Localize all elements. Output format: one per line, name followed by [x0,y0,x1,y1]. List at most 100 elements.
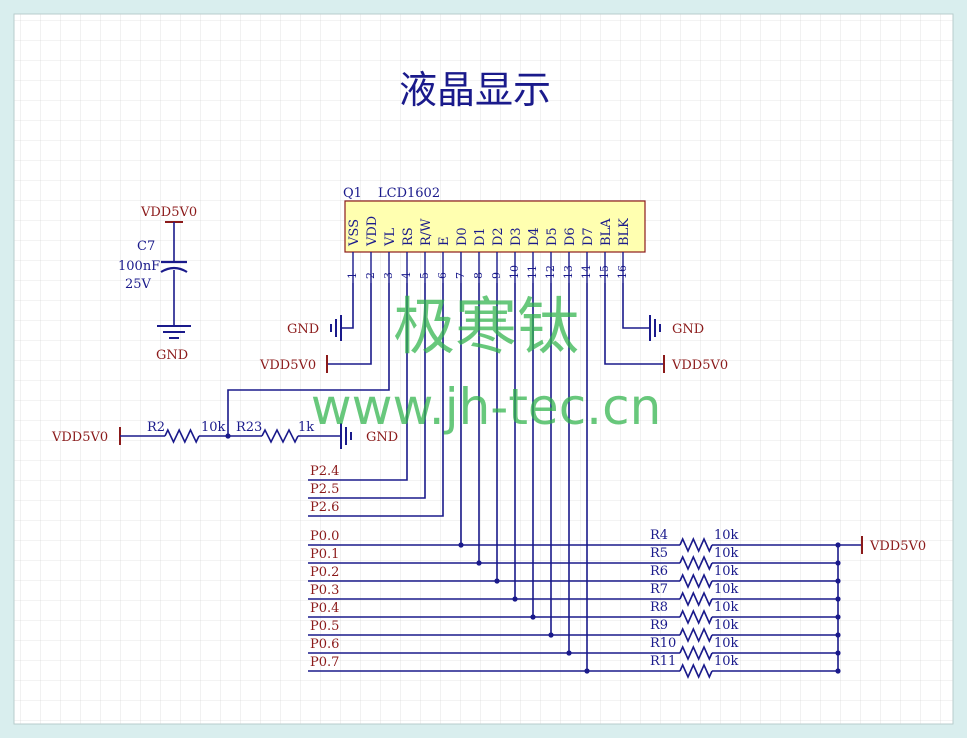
junction-dot [476,560,482,566]
junction-dot [494,578,500,584]
vdd-label-contrast: VDD5V0 [51,430,108,445]
pullup-value: 10k [714,564,739,579]
pullup-value: 10k [714,654,739,669]
gnd-label-cap: GND [156,348,188,363]
lcd-body [344,200,646,253]
label-group: VSS1VDD2VL3RS4R/W5E6D07D18D29D310D411D51… [51,205,926,670]
lcd-pin-number: 10 [508,265,521,279]
data-port-label: P0.2 [310,565,339,580]
lcd-pin-number: 9 [490,272,503,279]
vdd-label-pullup: VDD5V0 [869,539,926,554]
pullup-value: 10k [714,528,739,543]
pullup-resistor [679,609,713,625]
pullup-resistor [679,573,713,589]
lcd-pin-name: BLK [617,218,632,246]
data-port-label: P0.7 [310,655,339,670]
lcd-pin-name: D6 [563,227,578,246]
vdd-label-lcd: VDD5V0 [259,358,316,373]
lcd-pin-name: E [437,237,452,247]
pullup-ref: R5 [650,546,668,561]
vdd-wire [327,283,372,365]
lcd-pin-name: D5 [545,227,560,246]
data-port-label: P0.6 [310,637,339,652]
data-port-label: P0.4 [310,601,339,616]
data-port-label: P0.3 [310,583,339,598]
r23-resistor [261,428,299,444]
watermark-url: www.jh-tec.cn [311,378,662,436]
lcd-pin-name: D2 [491,227,506,246]
pullup-ref: R7 [650,582,668,597]
junction-dot [548,632,554,638]
lcd-pin-number: 14 [580,265,593,279]
lcd-part-name: LCD1602 [378,186,440,201]
lcd-pin-name: VL [383,228,398,247]
lcd-pin-number: 11 [526,265,539,279]
lcd-pin-name: VDD [365,216,380,247]
pullup-value: 10k [714,636,739,651]
pullup-ref: R10 [650,636,676,651]
page-title: 液晶显示 [399,68,551,112]
pullup-resistor [679,537,713,553]
lcd-pin-number: 15 [598,265,611,279]
gnd-label-blk: GND [672,322,704,337]
lcd-pin-group [352,252,624,283]
lcd-pin-name: D3 [509,227,524,246]
vdd-label-cap: VDD5V0 [140,205,197,220]
lcd-pin-name: VSS [347,219,362,247]
pullup-ref: R11 [650,654,676,669]
wire-group [119,221,863,679]
junction-dot [566,650,572,656]
lcd-pin-name: BLA [599,218,614,246]
r23-ref: R23 [236,420,262,435]
pullup-ref: R9 [650,618,668,633]
lcd-pin-number: 5 [418,272,431,279]
bla-wire [604,283,664,365]
pullup-value: 10k [714,618,739,633]
cap-voltage: 25V [125,277,152,292]
pullup-resistor [679,555,713,571]
r23-value: 1k [298,420,314,435]
lcd-pin-name: R/W [419,218,434,246]
pullup-ref: R4 [650,528,668,543]
junction-dot [512,596,518,602]
control-wire [308,283,444,517]
cap-plate-bottom [160,266,188,273]
lcd-pin-name: RS [401,227,416,246]
watermark-brand: 极寒钛 [393,290,579,363]
r2-value: 10k [201,420,226,435]
lcd-pin-name: D7 [581,227,596,246]
vss-wire [341,283,354,329]
pullup-resistor [679,645,713,661]
gnd-label-contrast: GND [366,430,398,445]
lcd-pin-number: 4 [400,272,413,279]
pullup-ref: R6 [650,564,668,579]
lcd-pin-name: D1 [473,227,488,246]
control-wire [308,283,426,499]
vl-wire [227,283,390,436]
grid-background [14,14,953,724]
pullup-resistor [679,663,713,679]
data-port-label: P0.0 [310,529,339,544]
junction-dot [584,668,590,674]
lcd-pin-number: 1 [346,272,359,279]
control-port-label: P2.4 [310,464,339,479]
lcd-designator: Q1 [343,186,362,201]
r2-ref: R2 [147,420,165,435]
lcd-pin-number: 6 [436,272,449,279]
lcd-pin-number: 8 [472,272,485,279]
data-port-label: P0.5 [310,619,339,634]
junction-dot [458,542,464,548]
pullup-value: 10k [714,546,739,561]
r2-resistor [164,428,200,444]
pullup-resistor [679,591,713,607]
pullup-value: 10k [714,600,739,615]
lcd-pin-number: 16 [616,265,629,279]
cap-value: 100nF [118,259,160,274]
pullup-resistor [679,627,713,643]
control-port-label: P2.6 [310,500,339,515]
lcd-pin-number: 2 [364,272,377,279]
blk-wire [622,283,650,329]
data-port-label: P0.1 [310,547,339,562]
junction-dot [530,614,536,620]
